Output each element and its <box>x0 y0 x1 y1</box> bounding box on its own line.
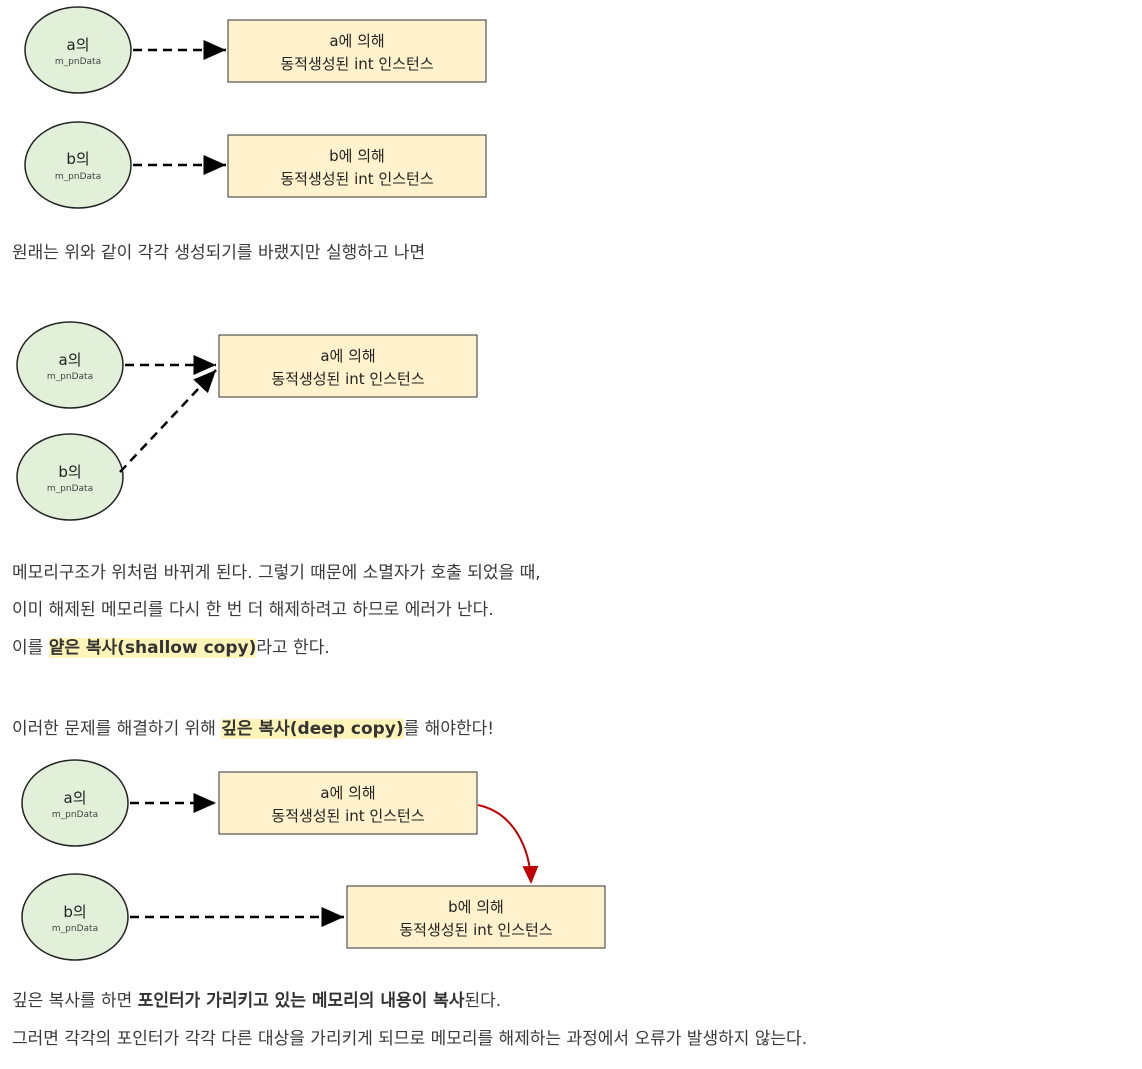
pointer-b-subtitle: m_pnData <box>55 172 101 182</box>
pointer-a-title: a의 <box>64 789 87 807</box>
deep-copy-arrow <box>477 804 539 884</box>
instance-a-line1: a에 의해 <box>329 32 384 50</box>
pointer-b-title: b의 <box>58 463 81 481</box>
pointer-a-subtitle: m_pnData <box>47 372 93 382</box>
paragraph-deep-2: 그러면 각각의 포인터가 각각 다른 대상을 가리키게 되므로 메모리를 해제하… <box>12 1029 808 1049</box>
instance-a-line2: 동적생성된 int 인스턴스 <box>271 370 424 388</box>
pointer-a-title: a의 <box>59 351 82 369</box>
pointer-b-node: b의 m_pnData <box>21 873 129 961</box>
paragraph-deep-intro: 이러한 문제를 해결하기 위해 깊은 복사(deep copy)를 해야한다! <box>12 718 494 740</box>
text-segment: 이러한 문제를 해결하기 위해 <box>12 719 222 739</box>
text-segment: 깊은 복사를 하면 <box>12 991 138 1011</box>
instance-b-box: b에 의해 동적생성된 int 인스턴스 <box>346 885 606 949</box>
pointer-b-arrow <box>119 369 217 473</box>
instance-a-box: a에 의해 동적생성된 int 인스턴스 <box>227 19 487 83</box>
pointer-a-node: a의 m_pnData <box>21 759 129 847</box>
instance-a-line2: 동적생성된 int 인스턴스 <box>271 807 424 825</box>
instance-a-box: a에 의해 동적생성된 int 인스턴스 <box>218 334 478 398</box>
text-segment: 를 해야한다! <box>403 719 495 739</box>
deep-copy-highlight: 깊은 복사(deep copy) <box>221 719 404 739</box>
paragraph-shallow-1: 메모리구조가 위처럼 바뀌게 된다. 그렇기 때문에 소멸자가 호출 되었을 때… <box>12 563 541 583</box>
paragraph-intent: 원래는 위와 같이 각각 생성되기를 바랬지만 실행하고 나면 <box>12 243 426 263</box>
paragraph-deep-1: 깊은 복사를 하면 포인터가 가리키고 있는 메모리의 내용이 복사된다. <box>12 990 501 1012</box>
pointer-b-title: b의 <box>63 903 86 921</box>
paragraph-shallow-2: 이미 해제된 메모리를 다시 한 번 더 해제하려고 하므로 에러가 난다. <box>12 600 494 620</box>
text-segment: 된다. <box>464 991 502 1011</box>
pointer-b-node: b의 m_pnData <box>24 121 132 209</box>
text-segment: 라고 한다. <box>256 638 330 658</box>
instance-a-line2: 동적생성된 int 인스턴스 <box>280 55 433 73</box>
instance-b-line2: 동적생성된 int 인스턴스 <box>399 921 552 939</box>
paragraph-shallow-3: 이를 얕은 복사(shallow copy)라고 한다. <box>12 637 330 659</box>
pointer-b-title: b의 <box>66 150 89 168</box>
instance-a-box: a에 의해 동적생성된 int 인스턴스 <box>218 771 478 835</box>
instance-b-line1: b에 의해 <box>329 147 385 165</box>
pointer-a-subtitle: m_pnData <box>52 810 98 820</box>
pointer-a-node: a의 m_pnData <box>24 6 132 94</box>
pointer-a-title: a의 <box>67 36 90 54</box>
instance-b-line1: b에 의해 <box>448 898 504 916</box>
diagram-deep-copy: a의 m_pnData a에 의해 동적생성된 int 인스턴스 b의 m_pn… <box>0 755 615 965</box>
instance-b-box: b에 의해 동적생성된 int 인스턴스 <box>227 134 487 198</box>
instance-a-line1: a에 의해 <box>320 347 375 365</box>
diagram-shallow-copy: a의 m_pnData b의 m_pnData a에 의해 동적생성된 int … <box>0 320 490 530</box>
pointer-a-node: a의 m_pnData <box>16 321 124 409</box>
instance-b-line2: 동적생성된 int 인스턴스 <box>280 170 433 188</box>
pointer-b-node: b의 m_pnData <box>16 433 124 521</box>
diagram-intended-allocation: a의 m_pnData a에 의해 동적생성된 int 인스턴스 b의 m_pn… <box>0 0 490 220</box>
deep-copy-emphasis: 포인터가 가리키고 있는 메모리의 내용이 복사 <box>137 991 465 1011</box>
pointer-b-subtitle: m_pnData <box>47 484 93 494</box>
shallow-copy-highlight: 얕은 복사(shallow copy) <box>48 638 257 658</box>
pointer-a-subtitle: m_pnData <box>55 57 101 67</box>
text-segment: 이를 <box>12 638 49 658</box>
instance-a-line1: a에 의해 <box>320 784 375 802</box>
pointer-b-subtitle: m_pnData <box>52 924 98 934</box>
